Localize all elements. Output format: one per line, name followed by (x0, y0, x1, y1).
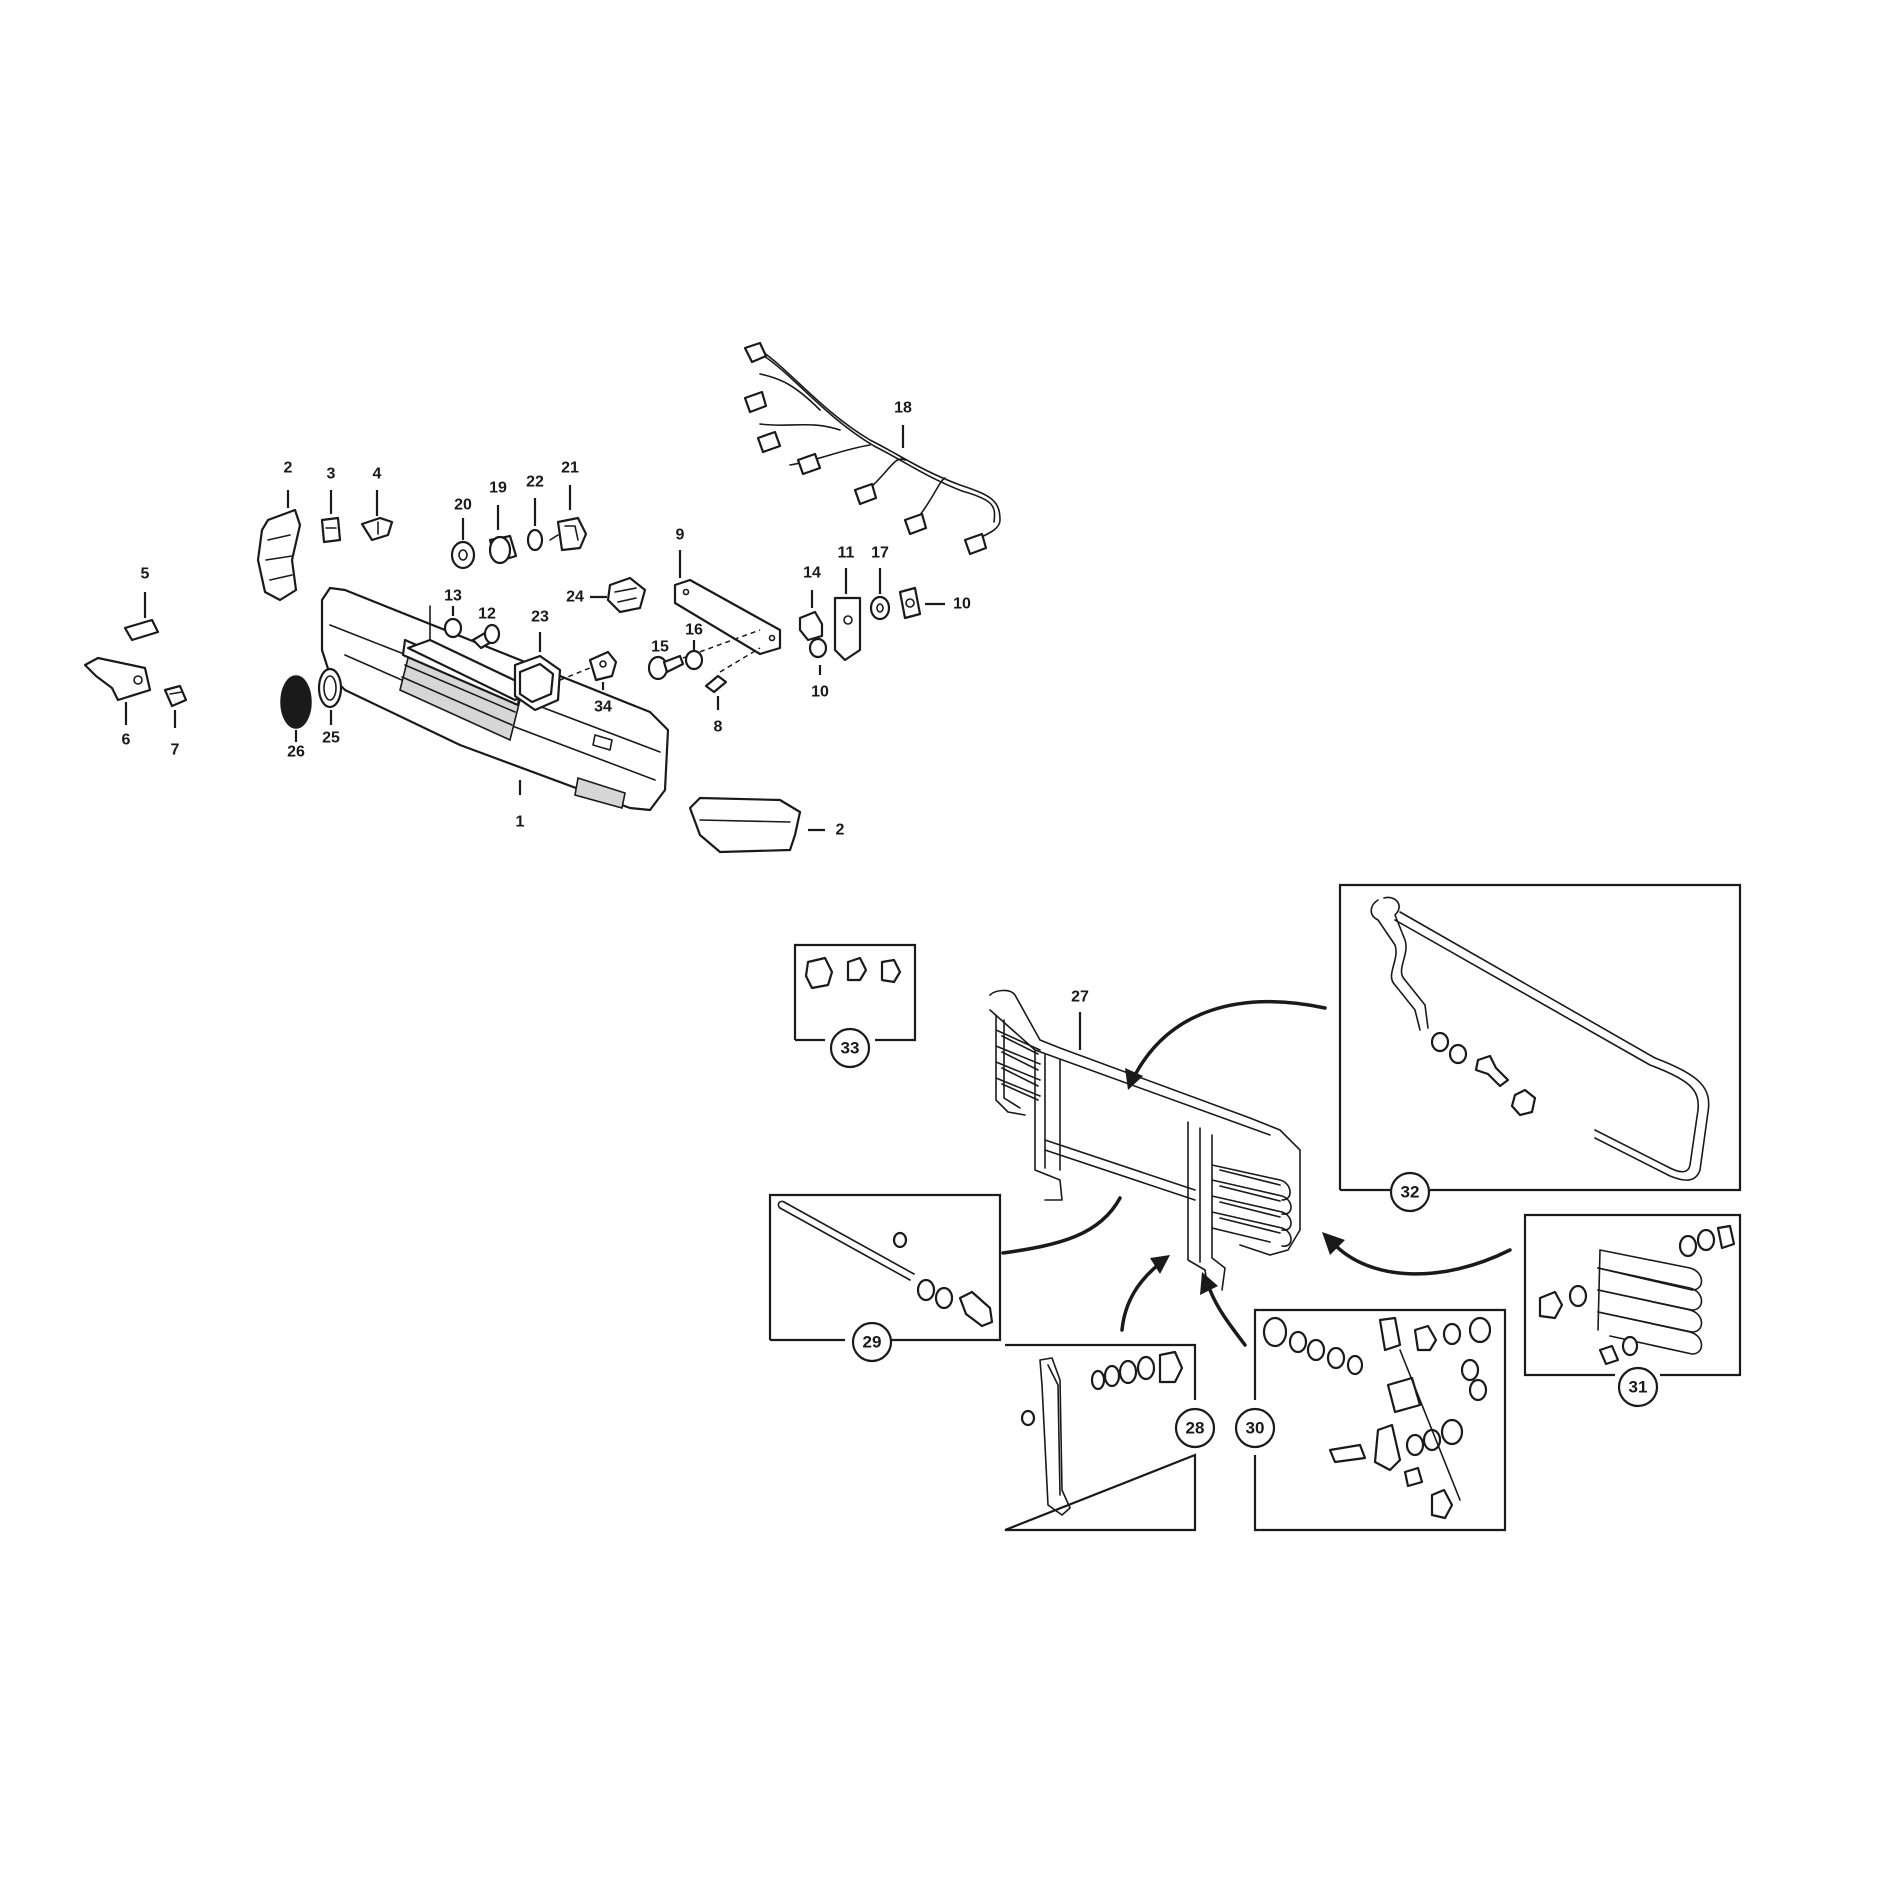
ring-25 (317, 667, 343, 709)
wiring-harness-18 (743, 341, 1001, 556)
inset-32 (1338, 883, 1742, 1192)
part-label: 17 (871, 545, 889, 562)
part-label: 27 (1071, 989, 1089, 1006)
washer-13 (443, 617, 463, 639)
part-label: 22 (526, 474, 544, 491)
part-label: 26 (287, 744, 305, 761)
callout-circle-31 (1617, 1366, 1659, 1408)
seal-22 (526, 528, 544, 552)
part-label: 25 (322, 730, 340, 747)
light-housing-23 (513, 654, 562, 712)
washer-16 (684, 649, 704, 671)
part-label: 34 (594, 699, 612, 716)
bolt-15 (647, 654, 685, 681)
callout-label: 30 (1246, 1419, 1265, 1438)
mounting-bracket-6 (83, 656, 152, 702)
bumper-end-cap-right (688, 796, 802, 854)
part-label: 20 (454, 497, 472, 514)
callout-circle-32 (1389, 1171, 1431, 1213)
pointer-arc-28 (1120, 1263, 1160, 1332)
part-label: 5 (141, 566, 150, 583)
pointer-arc-32 (1133, 999, 1327, 1077)
part-label: 11 (838, 545, 855, 562)
part-label: 12 (478, 606, 496, 623)
inset-31 (1523, 1213, 1742, 1377)
part-label: 18 (894, 400, 912, 417)
inset-30 (1253, 1308, 1507, 1532)
sensor-holder-24 (606, 576, 647, 614)
part-label: 13 (444, 588, 462, 605)
support-bar-9 (673, 578, 782, 656)
bracket-11 (833, 596, 862, 662)
callout-label: 32 (1401, 1183, 1420, 1202)
part-label: 21 (561, 460, 579, 477)
screw-8 (704, 674, 728, 694)
part-label: 23 (531, 609, 549, 626)
screw-4 (360, 516, 394, 542)
callout-label: 29 (863, 1333, 882, 1352)
bumper-end-cap-left (256, 508, 302, 602)
part-label: 16 (685, 622, 703, 639)
spacer-19 (488, 534, 518, 565)
inset-28 (1004, 1343, 1197, 1532)
part-label: 7 (171, 742, 180, 759)
nut-20 (450, 540, 476, 570)
callout-circle-28 (1174, 1407, 1216, 1449)
bushing-14 (798, 610, 824, 642)
part-label: 19 (489, 480, 507, 497)
part-label: 9 (676, 527, 685, 544)
part-label: 15 (651, 639, 669, 656)
part-label: 10 (953, 596, 971, 613)
part-label: 3 (327, 466, 336, 483)
callout-circle-33 (829, 1027, 871, 1069)
inset-29 (768, 1193, 1002, 1342)
bolt-12 (471, 623, 501, 650)
nut-10a (808, 637, 828, 659)
connector-34 (588, 650, 618, 682)
part-label: 8 (714, 719, 723, 736)
sensor-21 (549, 516, 588, 552)
callout-circle-29 (851, 1321, 893, 1363)
nut-7 (163, 684, 188, 708)
nut-10b (898, 586, 922, 620)
callout-label: 31 (1629, 1378, 1648, 1397)
callout-label: 28 (1186, 1419, 1205, 1438)
part-label: 14 (803, 565, 821, 582)
washer-17 (869, 595, 891, 621)
clip-3 (320, 516, 342, 544)
grille-guard-27 (989, 989, 1301, 1291)
bracket-5 (123, 618, 160, 642)
part-label: 4 (373, 466, 382, 483)
part-label: 1 (516, 814, 525, 831)
pointer-arc-30 (1208, 1288, 1247, 1347)
part-label: 2 (836, 822, 845, 839)
part-label: 2 (284, 460, 293, 477)
part-label: 10 (811, 684, 829, 701)
part-label: 24 (566, 589, 584, 606)
callout-label: 33 (841, 1039, 860, 1058)
part-label: 6 (122, 732, 131, 749)
pointer-arc-29 (1001, 1196, 1122, 1255)
inset-33 (793, 943, 917, 1042)
callout-circle-30 (1234, 1407, 1276, 1449)
grommet-26 (280, 675, 312, 729)
pointer-arc-31 (1333, 1243, 1512, 1276)
